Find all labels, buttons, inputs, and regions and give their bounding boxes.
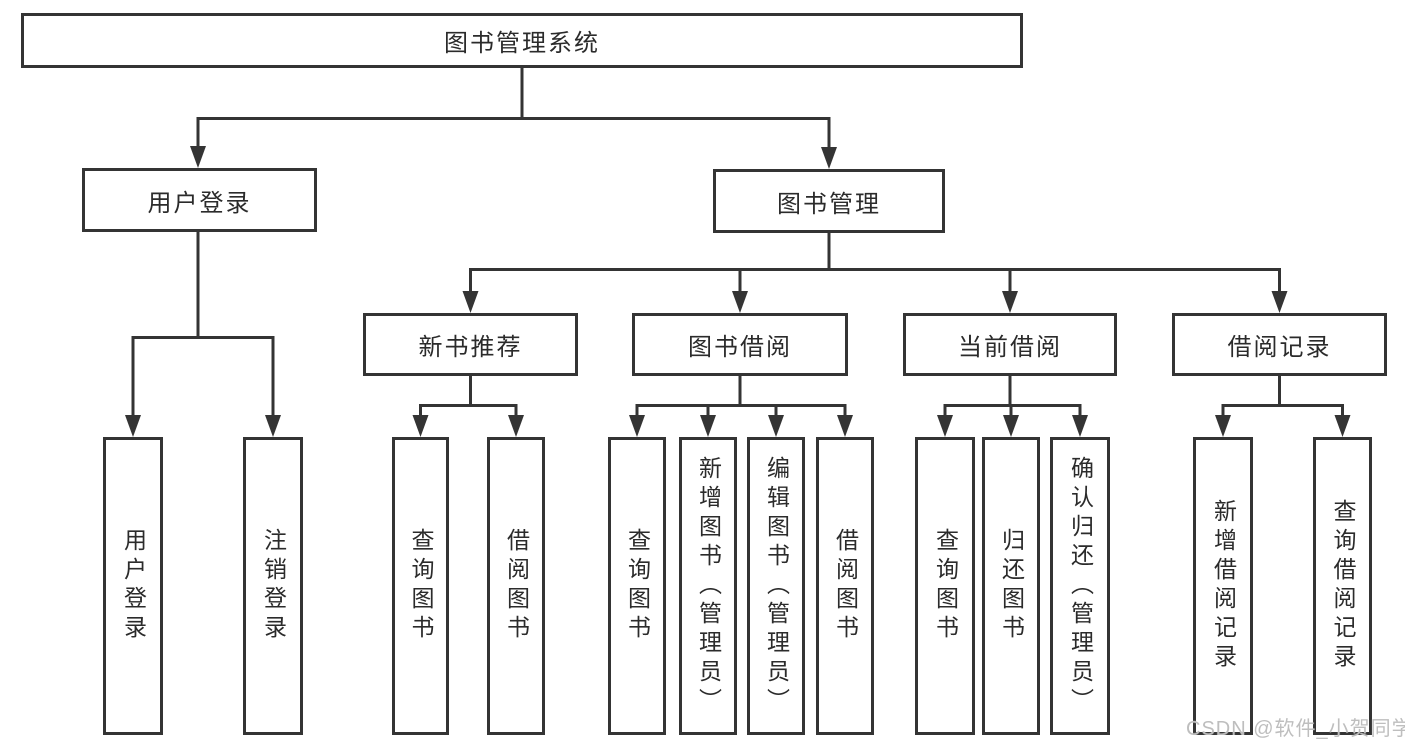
- arrow-down-icon: [1334, 415, 1351, 437]
- arrow-down-icon: [190, 146, 206, 168]
- arrow-down-icon: [821, 147, 837, 169]
- leaf-query-books: 查询图书: [915, 437, 975, 735]
- arrow-down-icon: [732, 291, 748, 313]
- arrow-down-icon: [1072, 415, 1088, 437]
- node-label: 图书管理: [777, 190, 881, 218]
- arrow-down-icon: [700, 415, 716, 437]
- leaf-label: 注销登录: [260, 528, 287, 644]
- arrow-down-icon: [837, 415, 853, 437]
- leaf-label: 确认归还（管理员）: [1067, 455, 1094, 717]
- node-book-borrowing: 图书借阅: [632, 313, 848, 376]
- leaf-query-borrow-record: 查询借阅记录: [1313, 437, 1372, 735]
- node-user-login: 用户登录: [82, 168, 317, 232]
- leaf-label: 查询图书: [408, 528, 434, 644]
- node-label: 图书借阅: [688, 334, 792, 361]
- leaf-add-book-admin: 新增图书（管理员）: [679, 437, 737, 735]
- node-library-management-system: 图书管理系统: [21, 13, 1023, 68]
- node-label: 用户登录: [147, 189, 252, 217]
- leaf-edit-book-admin: 编辑图书（管理员）: [747, 437, 805, 735]
- leaf-logout: 注销登录: [243, 437, 303, 735]
- arrow-down-icon: [125, 415, 141, 437]
- arrow-down-icon: [462, 291, 479, 313]
- leaf-return-books: 归还图书: [982, 437, 1040, 735]
- leaf-user-login: 用户登录: [103, 437, 163, 735]
- arrow-down-icon: [412, 415, 429, 437]
- arrow-down-icon: [1002, 291, 1018, 313]
- leaf-label: 编辑图书（管理员）: [763, 455, 790, 717]
- leaf-label: 查询图书: [624, 528, 651, 644]
- leaf-label: 新增借阅记录: [1210, 499, 1237, 673]
- arrow-down-icon: [1215, 415, 1231, 437]
- leaf-label: 借阅图书: [832, 528, 859, 644]
- leaf-query-books: 查询图书: [392, 437, 449, 735]
- arrow-down-icon: [265, 415, 281, 437]
- node-label: 图书管理系统: [444, 30, 600, 57]
- node-current-borrowing: 当前借阅: [903, 313, 1117, 376]
- leaf-add-borrow-record: 新增借阅记录: [1193, 437, 1253, 735]
- arrow-down-icon: [508, 415, 524, 437]
- leaf-label: 查询借阅记录: [1330, 499, 1356, 673]
- arrow-down-icon: [1271, 291, 1288, 313]
- node-label: 当前借阅: [958, 334, 1062, 361]
- leaf-query-books: 查询图书: [608, 437, 666, 735]
- leaf-label: 查询图书: [932, 528, 959, 644]
- arrow-down-icon: [937, 415, 953, 437]
- node-label: 借阅记录: [1227, 334, 1332, 361]
- leaf-label: 用户登录: [120, 528, 147, 644]
- leaf-confirm-return-admin: 确认归还（管理员）: [1050, 437, 1110, 735]
- node-borrow-records: 借阅记录: [1172, 313, 1387, 376]
- node-new-book-recommendation: 新书推荐: [363, 313, 578, 376]
- leaf-label: 新增图书（管理员）: [695, 455, 722, 717]
- leaf-label: 借阅图书: [503, 528, 530, 644]
- node-book-management: 图书管理: [713, 169, 945, 233]
- arrow-down-icon: [768, 415, 784, 437]
- watermark: CSDN @软件_小贺同学: [1186, 718, 1405, 740]
- leaf-label: 归还图书: [998, 528, 1025, 644]
- leaf-borrow-books: 借阅图书: [816, 437, 874, 735]
- leaf-borrow-books: 借阅图书: [487, 437, 545, 735]
- node-label: 新书推荐: [418, 334, 523, 361]
- arrow-down-icon: [629, 415, 645, 437]
- arrow-down-icon: [1003, 415, 1019, 437]
